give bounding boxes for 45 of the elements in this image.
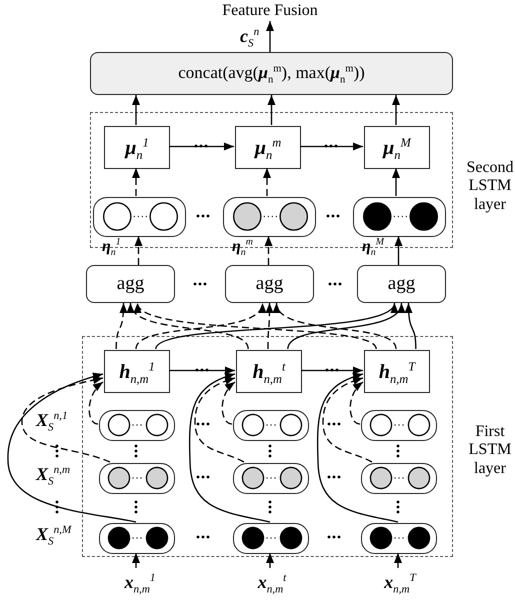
arrow bbox=[21, 376, 110, 463]
arrow bbox=[322, 377, 372, 463]
arrow bbox=[265, 303, 274, 349]
output-label: Feature Fusion bbox=[205, 1, 335, 21]
arrow bbox=[266, 553, 274, 568]
arrow bbox=[392, 95, 400, 125]
arrow bbox=[194, 377, 244, 463]
arrow bbox=[169, 142, 234, 150]
arrow bbox=[132, 168, 140, 196]
concat-box: concat(avg(μ$_{n}$$^{m}$), max(μ$_{n}$$^{m}$)) bbox=[90, 52, 453, 95]
arrow bbox=[132, 553, 140, 568]
arrow bbox=[300, 142, 363, 150]
arrow bbox=[263, 168, 271, 196]
vector-pill bbox=[99, 463, 175, 494]
vector-pill bbox=[99, 523, 175, 554]
arrow bbox=[169, 366, 235, 374]
vector-pill bbox=[361, 410, 437, 441]
vector-pill bbox=[99, 410, 175, 441]
arrow bbox=[116, 302, 128, 350]
aggregation-box: agg bbox=[357, 265, 446, 303]
arrow bbox=[317, 373, 398, 523]
arrow bbox=[394, 236, 402, 265]
vector-pill bbox=[361, 523, 437, 554]
arrow bbox=[392, 168, 400, 196]
layer-label: First LSTM layer bbox=[468, 423, 512, 478]
arrow bbox=[266, 21, 274, 52]
arrow bbox=[264, 236, 272, 265]
arrow bbox=[132, 95, 140, 125]
arrow bbox=[7, 372, 136, 523]
arrow bbox=[301, 366, 363, 374]
arrow bbox=[88, 382, 104, 425]
vector-pill bbox=[233, 410, 309, 441]
aggregation-box: agg bbox=[86, 265, 175, 303]
arrow bbox=[222, 382, 236, 425]
vector-pill bbox=[233, 523, 309, 554]
arrow bbox=[189, 373, 270, 523]
arrow bbox=[394, 553, 402, 568]
arrow bbox=[404, 302, 416, 350]
vector-pill bbox=[233, 463, 309, 494]
vector-pill bbox=[361, 463, 437, 494]
arrow bbox=[268, 95, 276, 125]
layer-label: Second LSTM layer bbox=[465, 159, 515, 214]
arrow bbox=[350, 382, 364, 425]
arrow bbox=[134, 236, 142, 265]
aggregation-box: agg bbox=[225, 265, 314, 303]
